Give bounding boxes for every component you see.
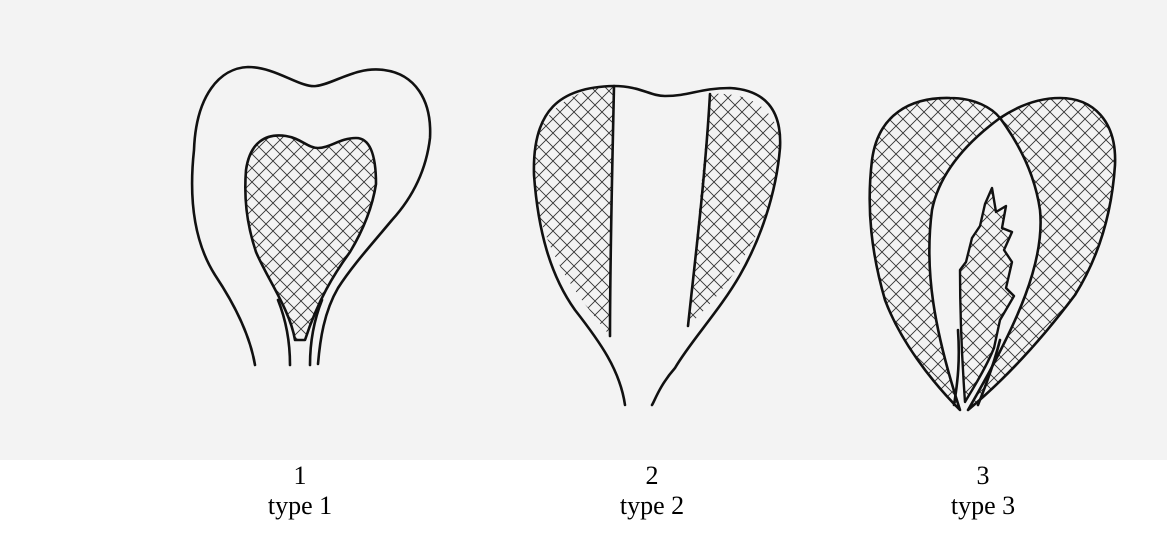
petal-type-1-drawing: [192, 67, 430, 365]
figure-2-type-label: type 2: [562, 491, 742, 521]
petal-type-2-drawing: [534, 86, 781, 405]
figure-3-caption: 3 type 3: [893, 461, 1073, 521]
figure-3-number: 3: [893, 461, 1073, 491]
figure-1-number: 1: [210, 461, 390, 491]
petal-1-hatched-center: [245, 135, 376, 340]
figure-3-type-label: type 3: [893, 491, 1073, 521]
figure-2-number: 2: [562, 461, 742, 491]
figure-1-type-label: type 1: [210, 491, 390, 521]
petal-type-3-drawing: [870, 98, 1115, 410]
petal-2-hatched-left: [534, 86, 614, 336]
petal-2-hatched-right: [688, 94, 780, 326]
figure-1-caption: 1 type 1: [210, 461, 390, 521]
petal-types-drawing: [0, 0, 1167, 460]
figure-2-caption: 2 type 2: [562, 461, 742, 521]
